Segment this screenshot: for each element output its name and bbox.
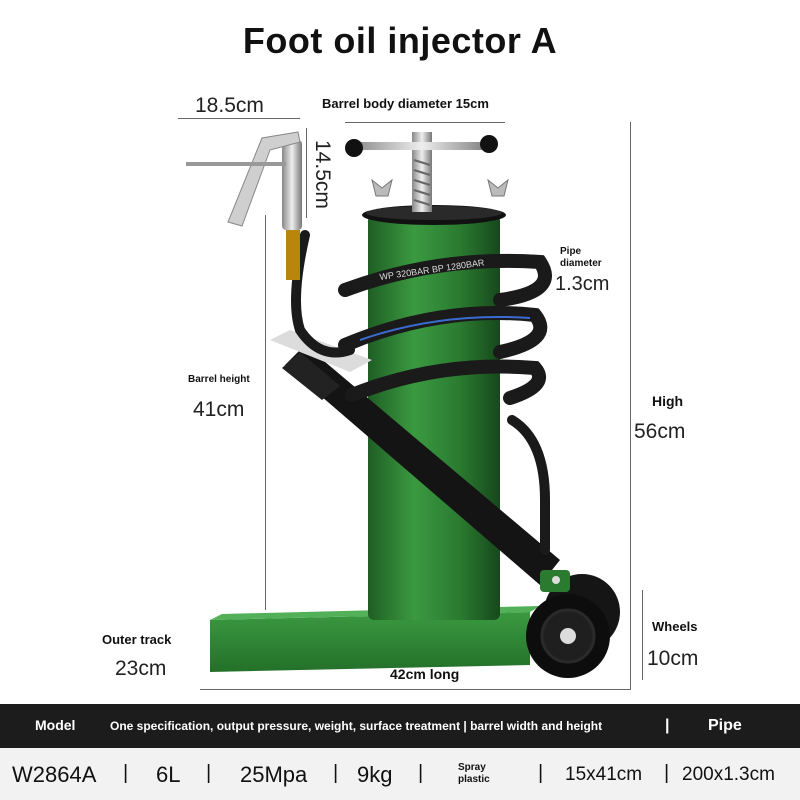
high-line [630, 122, 631, 690]
spec-header-pipe: Pipe [708, 717, 742, 734]
spec-sep-2: | [206, 762, 212, 784]
spec-sep-1: | [123, 762, 129, 784]
grease-pump-illustration: WP 320BAR BP 1280BAR [186, 131, 620, 678]
wheels-label: Wheels [652, 619, 698, 634]
spec-header-sep: | [665, 717, 670, 734]
barrel-diameter-label: Barrel body diameter 15cm [322, 96, 489, 111]
spec-values-row: W2864A | 6L | 25Mpa | 9kg | Spray plasti… [0, 748, 800, 800]
grease-gun [186, 131, 302, 280]
top-screw [345, 132, 509, 212]
high-value: 56cm [634, 420, 686, 443]
wheels [526, 570, 620, 678]
outer-track-label: Outer track [102, 632, 172, 647]
spec-pressure: 25Mpa [240, 762, 308, 787]
gun-height-line [306, 128, 307, 218]
spec-sep-5: | [538, 762, 544, 784]
spec-weight: 9kg [357, 762, 393, 787]
spec-sep-6: | [664, 762, 670, 784]
spec-header-bar: Model One specification, output pressure… [0, 704, 800, 748]
pipe-diameter-value: 1.3cm [555, 273, 610, 295]
spec-header-desc: One specification, output pressure, weig… [110, 719, 603, 733]
wheels-value: 10cm [647, 647, 699, 670]
wheels-line [642, 590, 643, 680]
spec-model: W2864A [12, 762, 97, 787]
page-title: Foot oil injector A [242, 20, 558, 61]
barrel-diameter-line [345, 122, 505, 123]
spec-volume: 6L [156, 762, 181, 787]
barrel-height-label: Barrel height [188, 374, 250, 385]
spec-pipe-size: 200x1.3cm [682, 764, 775, 785]
spec-sep-4: | [418, 762, 424, 784]
gun-width-line [178, 118, 300, 119]
spec-surface: Spray plastic [458, 762, 490, 785]
spec-sep-3: | [333, 762, 339, 784]
outer-track-value: 23cm [115, 657, 167, 680]
pipe-diameter-label: Pipe diameter [560, 246, 602, 269]
spec-barrel-size: 15x41cm [565, 764, 643, 785]
barrel-height-line [265, 215, 266, 610]
high-label: High [652, 393, 684, 409]
barrel-height-value: 41cm [193, 398, 245, 421]
length-line [200, 689, 630, 690]
length-label: 42cm long [390, 666, 460, 682]
spec-header-model: Model [35, 717, 76, 733]
coiled-hose [291, 230, 552, 555]
hose-stripe [359, 315, 531, 341]
gun-width-label: 18.5cm [195, 94, 264, 117]
